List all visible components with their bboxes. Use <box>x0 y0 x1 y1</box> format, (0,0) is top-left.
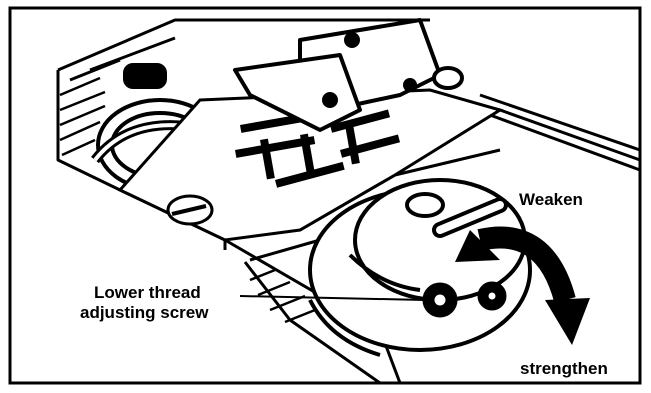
strengthen-label: strengthen <box>520 359 608 379</box>
weaken-label: Weaken <box>519 190 583 210</box>
lower-thread-label-line2: adjusting screw <box>80 303 208 323</box>
lower-thread-label-line1: Lower thread <box>94 283 201 303</box>
